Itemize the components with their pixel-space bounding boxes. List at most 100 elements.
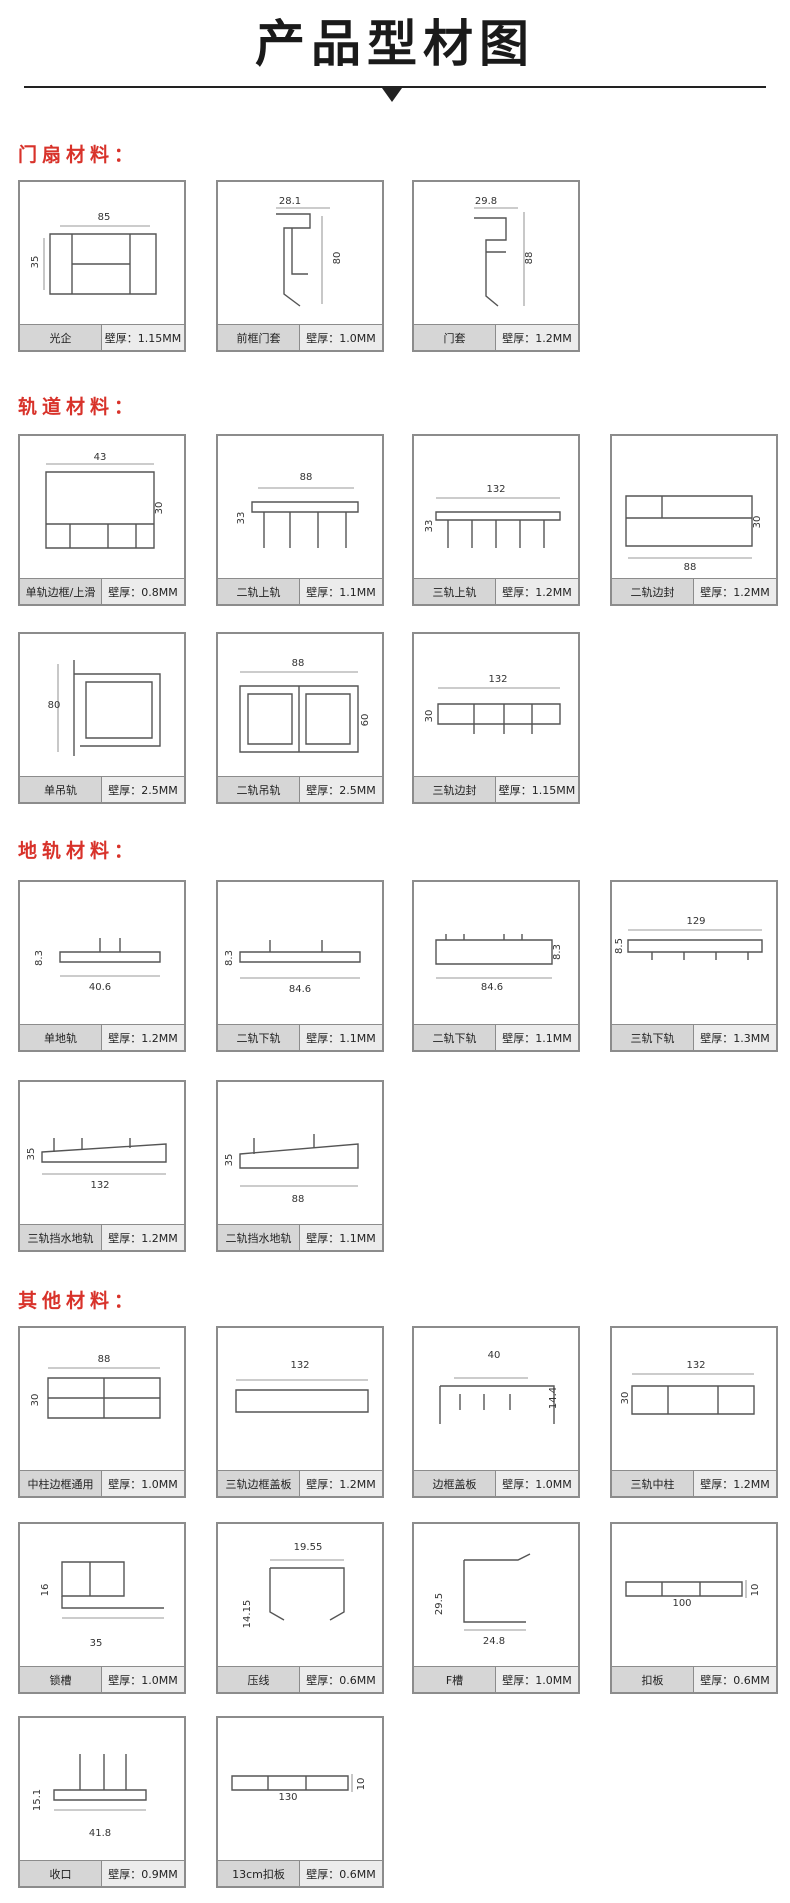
dimension-label: 35 <box>26 1148 37 1161</box>
dimension-label: 88 <box>292 1194 305 1205</box>
dimension-label: 60 <box>360 714 371 727</box>
dimension-label: 88 <box>292 658 305 669</box>
dimension-label: 30 <box>30 1394 41 1407</box>
profile-caption: 压线壁厚：0.6MM <box>218 1666 382 1692</box>
wall-thickness: 壁厚：0.9MM <box>102 1861 184 1886</box>
profile-caption: 光企壁厚：1.15MM <box>20 324 184 350</box>
dimension-label: 19.55 <box>294 1542 323 1553</box>
page-title: 产品型材图 <box>255 15 535 73</box>
dimension-label: 30 <box>620 1392 631 1405</box>
profile-name: 13cm扣板 <box>218 1861 300 1886</box>
profile-drawing: 40.6 8.3 <box>20 882 184 1024</box>
profile-drawing: 80 <box>20 634 184 776</box>
wall-thickness: 壁厚：0.8MM <box>102 579 184 604</box>
profile-card: 132 33 三轨上轨壁厚：1.2MM <box>412 434 580 606</box>
profile-name: 三轨边封 <box>414 777 496 802</box>
wall-thickness: 壁厚：1.0MM <box>496 1667 578 1692</box>
dimension-label: 132 <box>486 484 505 495</box>
section-heading-floor-track: 地轨材料： <box>18 840 139 862</box>
profile-caption: F槽壁厚：1.0MM <box>414 1666 578 1692</box>
dimension-label: 132 <box>290 1360 309 1371</box>
dimension-label: 35 <box>30 256 41 269</box>
profile-name: 压线 <box>218 1667 300 1692</box>
dimension-label: 33 <box>424 520 435 533</box>
profile-caption: 二轨边封壁厚：1.2MM <box>612 578 776 604</box>
profile-card: 85 35 光企壁厚：1.15MM <box>18 180 186 352</box>
wall-thickness: 壁厚：1.1MM <box>300 579 382 604</box>
profile-caption: 13cm扣板壁厚：0.6MM <box>218 1860 382 1886</box>
wall-thickness: 壁厚：1.1MM <box>496 1025 578 1050</box>
wall-thickness: 壁厚：2.5MM <box>300 777 382 802</box>
profile-name: 锁槽 <box>20 1667 102 1692</box>
wall-thickness: 壁厚：1.3MM <box>694 1025 776 1050</box>
wall-thickness: 壁厚：1.1MM <box>300 1025 382 1050</box>
profile-drawing: 85 35 <box>20 182 184 324</box>
dimension-label: 29.8 <box>475 196 497 207</box>
profile-caption: 收口壁厚：0.9MM <box>20 1860 184 1886</box>
profile-name: 二轨挡水地轨 <box>218 1225 300 1250</box>
dimension-label: 41.8 <box>89 1828 111 1839</box>
dimension-label: 88 <box>98 1354 111 1365</box>
wall-thickness: 壁厚：1.2MM <box>102 1025 184 1050</box>
title-divider <box>24 86 766 88</box>
wall-thickness: 壁厚：1.2MM <box>694 579 776 604</box>
dimension-label: 84.6 <box>481 982 503 993</box>
profile-caption: 二轨挡水地轨壁厚：1.1MM <box>218 1224 382 1250</box>
dimension-label: 40.6 <box>89 982 111 993</box>
wall-thickness: 壁厚：1.2MM <box>694 1471 776 1496</box>
profile-name: 单吊轨 <box>20 777 102 802</box>
profile-name: 收口 <box>20 1861 102 1886</box>
profile-caption: 二轨吊轨壁厚：2.5MM <box>218 776 382 802</box>
profile-name: 三轨边框盖板 <box>218 1471 300 1496</box>
profile-caption: 二轨下轨壁厚：1.1MM <box>218 1024 382 1050</box>
profile-caption: 三轨上轨壁厚：1.2MM <box>414 578 578 604</box>
wall-thickness: 壁厚：0.6MM <box>300 1861 382 1886</box>
wall-thickness: 壁厚：1.0MM <box>102 1471 184 1496</box>
wall-thickness: 壁厚：1.0MM <box>496 1471 578 1496</box>
profile-caption: 三轨边框盖板壁厚：1.2MM <box>218 1470 382 1496</box>
wall-thickness: 壁厚：1.1MM <box>300 1225 382 1250</box>
profile-caption: 中柱边框通用壁厚：1.0MM <box>20 1470 184 1496</box>
section-heading-track: 轨道材料： <box>18 396 139 418</box>
dimension-label: 8.3 <box>224 950 235 966</box>
wall-thickness: 壁厚：1.15MM <box>496 777 578 802</box>
profile-card: 88 60 二轨吊轨壁厚：2.5MM <box>216 632 384 804</box>
dimension-label: 30 <box>154 502 165 515</box>
dimension-label: 130 <box>278 1792 297 1803</box>
dimension-label: 35 <box>90 1638 103 1649</box>
profile-drawing: 88 30 <box>20 1328 184 1470</box>
profile-name: 三轨中柱 <box>612 1471 694 1496</box>
dimension-label: 88 <box>300 472 313 483</box>
dimension-label: 8.3 <box>34 950 45 966</box>
wall-thickness: 壁厚：0.6MM <box>300 1667 382 1692</box>
dimension-label: 85 <box>98 212 111 223</box>
dimension-label: 33 <box>236 512 247 525</box>
dimension-label: 84.6 <box>289 984 311 995</box>
profile-caption: 三轨中柱壁厚：1.2MM <box>612 1470 776 1496</box>
wall-thickness: 壁厚：1.0MM <box>300 325 382 350</box>
profile-caption: 二轨上轨壁厚：1.1MM <box>218 578 382 604</box>
profile-caption: 扣板壁厚：0.6MM <box>612 1666 776 1692</box>
